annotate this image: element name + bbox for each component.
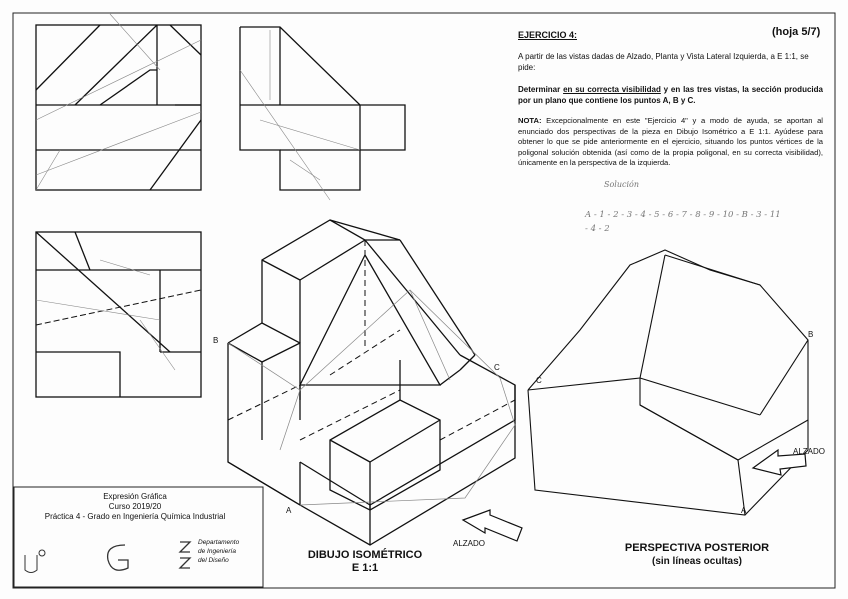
- rear-caption: PERSPECTIVA POSTERIOR (sin líneas oculta…: [612, 542, 782, 568]
- exercise-title: EJERCICIO 4:: [518, 30, 578, 40]
- university-logo: [24, 549, 46, 573]
- course-year: Curso 2019/20: [108, 502, 162, 511]
- task-rest: y en las tres vistas, la sección produci…: [518, 85, 823, 105]
- alzado-label-left: ALZADO: [453, 539, 486, 548]
- rear-title: PERSPECTIVA POSTERIOR: [624, 542, 770, 554]
- rear-subtitle: (sin líneas ocultas): [651, 556, 743, 567]
- sheet-number: (hoja 5/7): [772, 26, 821, 38]
- solution-sequence: A - 1 - 2 - 3 - 4 - 5 - 6 - 7 - 8 - 9 - …: [585, 210, 781, 234]
- dept-line-3: del Diseño: [198, 557, 229, 564]
- side-view-construction: [239, 30, 361, 201]
- dept-line-1: Departamento: [198, 539, 240, 546]
- exercise-note: NOTA: Excepcionalmente en este "Ejercici…: [518, 116, 823, 169]
- plan-view: [35, 231, 202, 398]
- alzado-arrow-left: [461, 509, 523, 542]
- front-view: [35, 24, 202, 191]
- isometric-section-sketch: [227, 289, 516, 506]
- point-c-iso: C: [494, 363, 500, 372]
- note-label: NOTA:: [518, 116, 542, 125]
- department-name: Departamento de Ingeniería del Diseño: [198, 538, 239, 565]
- dept-line-2: de Ingeniería: [198, 548, 236, 555]
- rear-perspective: [527, 249, 809, 516]
- course-title: Expresión Gráfica: [103, 492, 167, 501]
- point-b-iso: B: [213, 336, 219, 345]
- alzado-label-right: ALZADO: [793, 447, 826, 456]
- practice-name: Práctica 4 - Grado en Ingeniería Química…: [44, 512, 226, 521]
- isometric-solid: [227, 219, 516, 546]
- note-text: Excepcionalmente en este "Ejercicio 4" y…: [518, 116, 823, 168]
- point-b-rear: B: [808, 330, 814, 339]
- plan-view-hidden: [35, 289, 202, 326]
- exercise-task: Determinar en su correcta visibilidad y …: [518, 84, 823, 106]
- point-c-rear: C: [536, 376, 542, 385]
- department-logo: [178, 541, 192, 569]
- title-block: [13, 486, 264, 588]
- front-view-construction: [35, 13, 202, 191]
- isometric-scale: E 1:1: [351, 562, 379, 574]
- title-block-info: Expresión Gráfica Curso 2019/20 Práctica…: [20, 492, 250, 522]
- point-a-rear: A: [741, 506, 747, 515]
- task-emphasis: en su correcta visibilidad: [563, 85, 661, 94]
- alzado-arrow-right: [751, 448, 807, 476]
- isometric-caption: DIBUJO ISOMÉTRICO E 1:1: [300, 549, 430, 575]
- isometric-hidden: [227, 240, 516, 441]
- side-view: [239, 26, 406, 191]
- solution-label: Solución: [604, 180, 640, 189]
- point-a-iso: A: [286, 506, 292, 515]
- sheet-frame: [12, 12, 836, 589]
- exercise-intro: A partir de las vistas dadas de Alzado, …: [518, 52, 809, 72]
- plan-view-construction: [35, 259, 176, 371]
- school-logo: [106, 544, 129, 571]
- isometric-title: DIBUJO ISOMÉTRICO: [307, 549, 423, 561]
- task-prefix: Determinar: [518, 85, 561, 94]
